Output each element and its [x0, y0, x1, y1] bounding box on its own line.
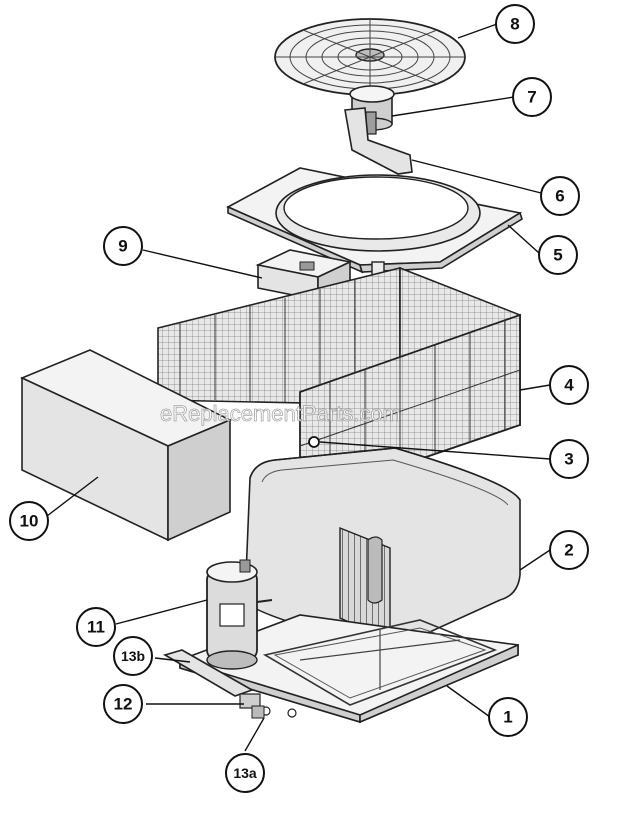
callout-label: 4 — [564, 376, 574, 395]
callout-10: 10 — [9, 501, 49, 541]
callout-8: 8 — [495, 4, 535, 44]
compressor — [206, 559, 273, 670]
callout-label: 13b — [121, 648, 145, 664]
callout-label: 12 — [114, 695, 133, 714]
service-valves — [239, 693, 297, 719]
access-panel — [20, 349, 232, 542]
callout-5: 5 — [538, 235, 578, 275]
callout-label: 6 — [555, 187, 564, 206]
callout-6: 6 — [540, 176, 580, 216]
fan-guard-grille — [274, 18, 466, 96]
leader-lines — [46, 23, 551, 752]
callout-7: 7 — [512, 77, 552, 117]
cabinet-wrapper — [244, 447, 521, 651]
callout-label: 2 — [564, 541, 573, 560]
callout-2: 2 — [549, 530, 589, 570]
callout-label: 8 — [510, 15, 519, 34]
callout-3: 3 — [549, 439, 589, 479]
callout-4: 4 — [549, 365, 589, 405]
callout-9: 9 — [103, 226, 143, 266]
callout-11: 11 — [76, 607, 116, 647]
top-cover — [226, 167, 523, 274]
callout-13b: 13b — [113, 636, 153, 676]
watermark-text: eReplacementParts.com — [160, 401, 401, 426]
callout-label: 10 — [20, 512, 39, 531]
callout-1: 1 — [488, 697, 528, 737]
callout-label: 7 — [527, 88, 536, 107]
callout-label: 1 — [503, 708, 512, 727]
callout-label: 5 — [553, 246, 562, 265]
callout-label: 3 — [564, 450, 573, 469]
motor-mount-bracket — [344, 107, 413, 175]
callout-12: 12 — [103, 684, 143, 724]
callout-13a: 13a — [225, 753, 265, 793]
callout-label: 9 — [118, 237, 127, 256]
callout-label: 13a — [233, 765, 257, 781]
grommet — [308, 436, 320, 448]
callout-label: 11 — [87, 618, 105, 637]
